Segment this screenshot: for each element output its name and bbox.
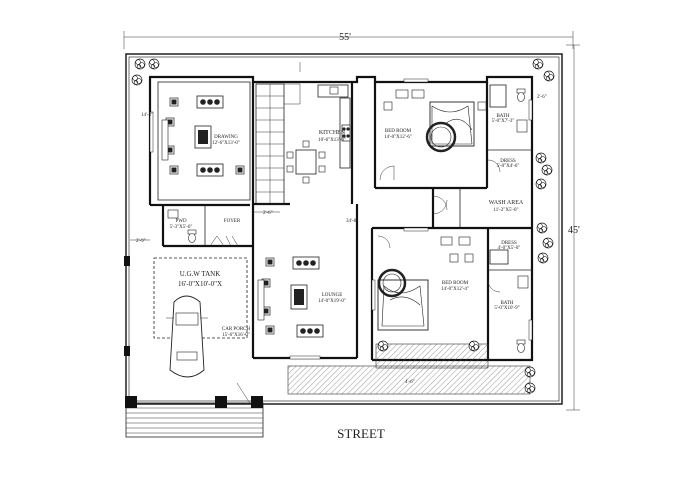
pwd-size: 5'-3"X5'-6" <box>170 225 193 230</box>
staircase <box>255 83 301 205</box>
dress-size: 5'-0"X4'-6" <box>497 164 520 169</box>
lawn-strip-front <box>375 343 489 369</box>
street-label: STREET <box>337 426 385 441</box>
plot-boundary <box>125 53 563 405</box>
wash-area-name: WASH AREA <box>489 200 524 206</box>
room-labels: DRAWING 12'-6"X13'-0" KITCHEN 10'-6"X13'… <box>170 114 524 338</box>
windows <box>149 78 533 360</box>
foyer-name: FOYER <box>224 219 241 224</box>
bottom-strip-label: 4'-6" <box>405 380 415 385</box>
lawn-strip-bottom <box>287 365 531 395</box>
lounge-size: 14'-0"X19'-0" <box>318 299 346 304</box>
bedroom1-name: BED ROOM <box>385 129 412 134</box>
bedroom2-name: BED ROOM <box>442 281 469 286</box>
bedroom1-furniture <box>383 84 528 153</box>
passage-label: 2'-6" <box>263 211 273 216</box>
pwd-name: PWD <box>175 219 187 224</box>
wash-area-size: 11'-2"X5'-0" <box>493 208 518 213</box>
width-dimension: 55' <box>123 31 574 49</box>
dress-name: DRESS <box>500 159 516 164</box>
kitchen-name: KITCHEN <box>319 130 346 136</box>
bedroom2-furniture <box>377 236 529 353</box>
width-label: 55' <box>339 32 351 43</box>
dimension-notes: 2'-9" 2'-6" 2'-6" 34'-8" 14'-8" 4'-6" <box>130 95 547 385</box>
depth-dimension: 45' <box>566 44 580 411</box>
drawing-size: 12'-6"X13'-0" <box>212 141 240 146</box>
side-offset-label: 2'-9" <box>136 239 146 244</box>
drawing-name: DRAWING <box>214 135 238 140</box>
lounge-furniture <box>257 256 324 338</box>
ugw-tank: U.G.W TANK 16'-0"X10'-0"X <box>153 257 248 339</box>
front-gate <box>124 256 264 438</box>
bath1-name: BATH <box>496 114 509 119</box>
tank-label: U.G.W TANK <box>180 270 221 278</box>
drawing-furniture <box>161 95 245 177</box>
bath1-size: 5'-0"X7'-3" <box>492 119 515 124</box>
bedroom2-size: 14'-0"X12'-4" <box>441 287 469 292</box>
bath2-name: BATH <box>500 301 513 306</box>
kitchen-size: 10'-6"X13'-0" <box>318 138 346 143</box>
car-porch-name: CAR PORCH <box>222 327 251 332</box>
bath2-size: 5'-0"X10'-9" <box>494 306 519 311</box>
bedroom1-size: 14'-0"X12'-6" <box>384 135 412 140</box>
tank-size-label: 16'-0"X10'-0"X <box>178 280 222 288</box>
house-walls <box>148 75 534 362</box>
car <box>166 295 208 378</box>
car-porch-size: 15'-6"X16'-0" <box>222 333 250 338</box>
dress2-name: DRESS <box>501 241 517 246</box>
dress2-size: 4'-0"X5'-0" <box>498 246 521 251</box>
front-setback-label: 14'-8" <box>141 113 153 118</box>
depth-label: 45' <box>568 225 580 236</box>
lounge-name: LOUNGE <box>322 293 343 298</box>
kitchen-counter <box>317 84 351 169</box>
dining-table <box>286 140 326 184</box>
lounge-depth-label: 34'-8" <box>346 219 358 224</box>
doors <box>209 62 501 406</box>
pwd-fixtures <box>167 209 197 243</box>
bath-width-label: 2'-6" <box>537 95 547 100</box>
